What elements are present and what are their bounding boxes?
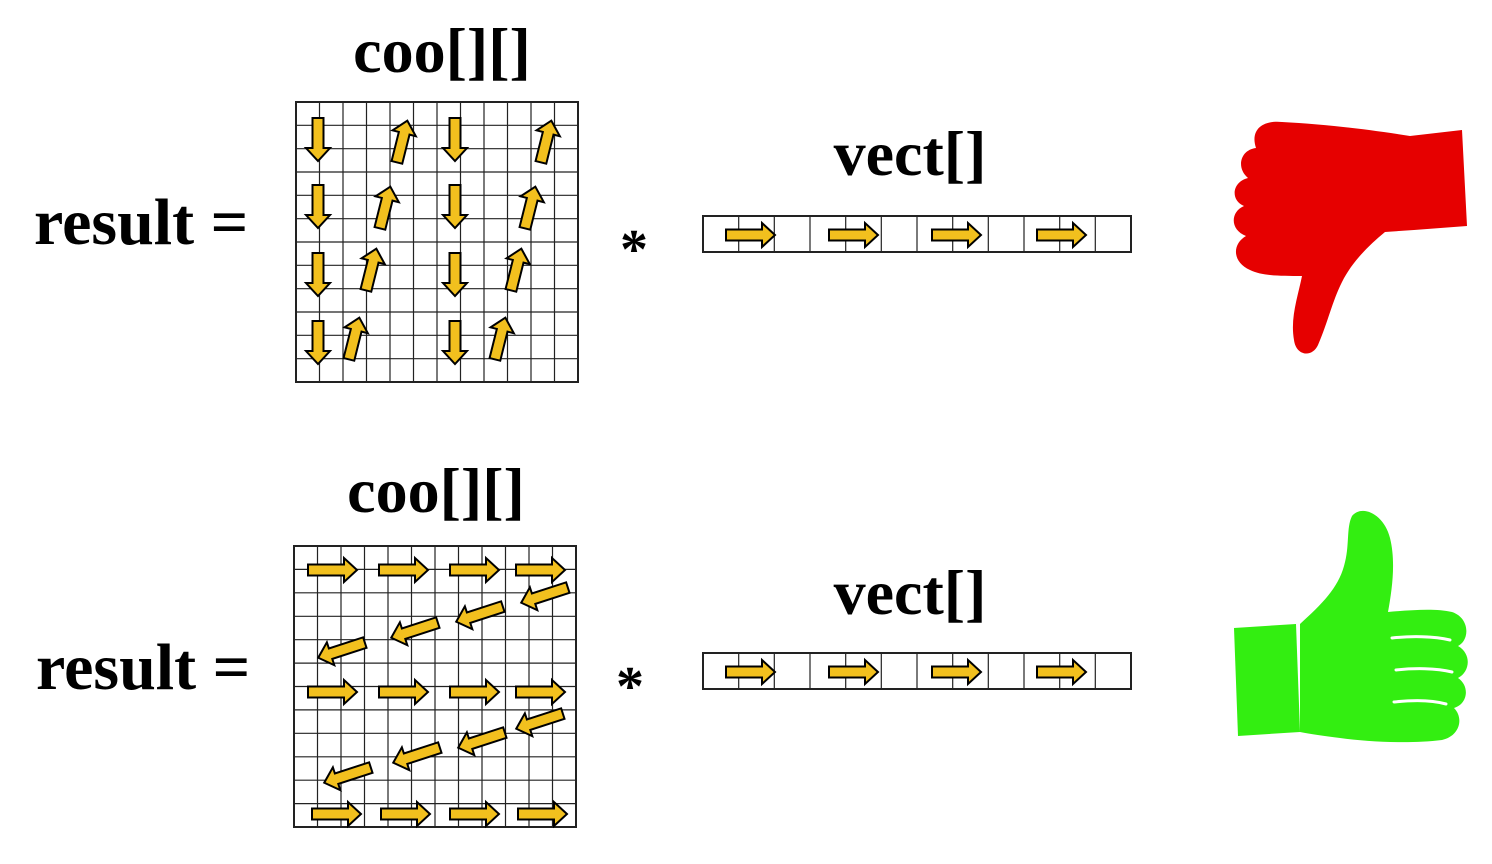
matrix-arrow [305,320,331,365]
thumbs-down-icon [1233,121,1467,354]
vector-arrow [1036,222,1087,248]
result-label: result = [34,186,248,259]
matrix-arrow [307,679,358,705]
vector-arrow [725,659,776,685]
vector-arrow [931,222,982,248]
matrix-arrow [442,117,468,162]
multiply-operator: * [620,219,648,281]
matrix-arrow [517,801,568,827]
matrix-arrow [516,575,573,616]
thumbs-up-icon [1234,510,1468,743]
matrix-arrow [515,557,566,583]
matrix-arrow [378,679,429,705]
matrix-label: coo[][] [347,455,525,526]
matrix-arrow [512,182,548,233]
matrix-arrow [353,244,389,295]
matrix-label: coo[][] [353,15,531,86]
vector-label: vect[] [834,557,987,628]
matrix-arrow [305,117,331,162]
matrix-arrow [449,557,500,583]
matrix-arrow [449,679,500,705]
vector-grid [702,215,1132,253]
matrix-arrow [451,594,508,635]
matrix-arrow [498,244,534,295]
matrix-arrow [307,557,358,583]
matrix-arrow [482,313,518,364]
vector-arrow [725,222,776,248]
matrix-arrow [378,557,429,583]
vector-label: vect[] [834,118,987,189]
vector-arrow [828,659,879,685]
matrix-arrow [442,320,468,365]
panel-top: result = coo[][] [34,15,1467,383]
matrix-arrow [442,252,468,297]
matrix-arrow [515,679,566,705]
matrix-grid [295,101,579,383]
result-label: result = [36,631,250,704]
matrix-arrow [367,182,403,233]
vector-arrow [1036,659,1087,685]
matrix-access-arrows [307,557,573,827]
matrix-access-arrows [305,116,564,365]
vector-arrow [828,222,879,248]
matrix-arrow [305,184,331,229]
vector-grid [702,652,1132,690]
matrix-arrow [511,701,568,742]
matrix-arrow [449,801,500,827]
vector-arrow [931,659,982,685]
matrix-arrow [311,801,362,827]
matrix-arrow [319,755,376,796]
panel-bottom: result = coo[][] [36,455,1468,828]
matrix-arrow [442,184,468,229]
matrix-arrow [305,252,331,297]
multiply-operator: * [616,656,644,718]
